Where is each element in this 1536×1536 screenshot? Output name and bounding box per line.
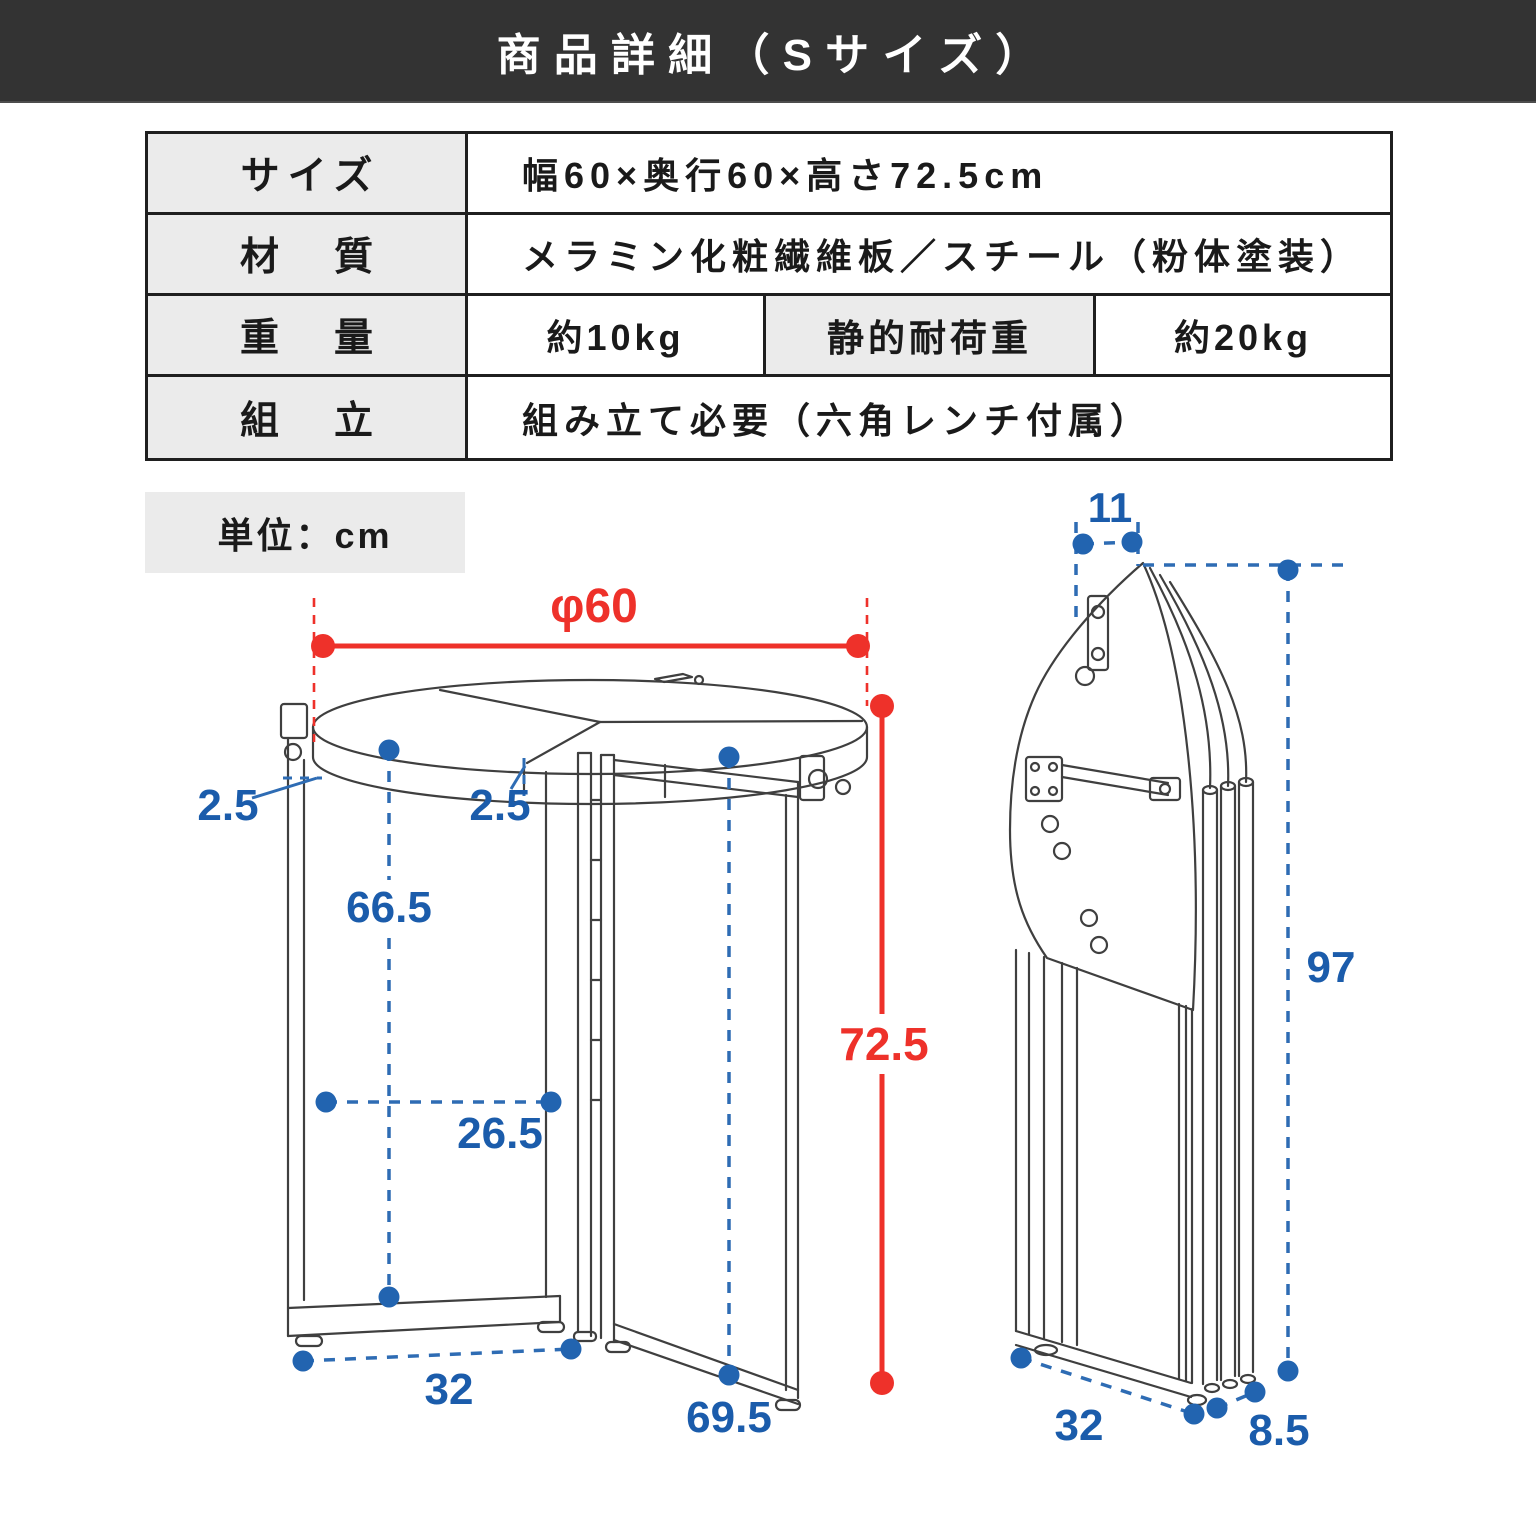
dim-folded-top-depth: 11 — [1087, 484, 1133, 531]
row-value: メラミン化粧繊維板／スチール（粉体塗装） — [522, 236, 1363, 277]
blue-dimension-lines-assembled — [251, 739, 740, 1386]
row-label: 材 質 — [148, 215, 468, 293]
dim-inner-width: 26.5 — [457, 1109, 543, 1158]
table-row-material: 材 質 メラミン化粧繊維板／スチール（粉体塗装） — [148, 215, 1390, 296]
folded-table-drawing — [1008, 561, 1257, 1407]
row-value: 幅60×奥行60×高さ72.5cm — [522, 155, 1049, 196]
row-label: 重 量 — [148, 296, 468, 374]
row-label: 組 立 — [148, 377, 468, 458]
dim-folded-height: 97 — [1306, 943, 1356, 992]
table-row-assembly: 組 立 組み立て必要（六角レンチ付属） — [148, 377, 1390, 458]
row-value-load: 約20kg — [1173, 317, 1313, 358]
dim-base-width: 32 — [424, 1365, 474, 1414]
row-value: 約10kg — [468, 296, 766, 374]
row-value: 組み立て必要（六角レンチ付属） — [522, 399, 1153, 441]
blue-dimension-lines-folded — [1010, 522, 1352, 1425]
dim-underside-height: 69.5 — [686, 1393, 772, 1442]
dim-folded-base-depth: 8.5 — [1248, 1406, 1310, 1455]
row-label: サイズ — [148, 134, 468, 212]
dim-thickness-center: 2.5 — [469, 781, 531, 830]
page-title: 商品詳細（Sサイズ） — [496, 30, 1053, 80]
dim-height: 72.5 — [839, 1018, 929, 1070]
dim-thickness-left: 2.5 — [197, 781, 259, 830]
dim-diameter: φ60 — [550, 580, 638, 633]
row-label-load: 静的耐荷重 — [766, 296, 1096, 374]
red-dimension-lines — [311, 598, 894, 1395]
dim-folded-base-width: 32 — [1054, 1401, 1104, 1450]
header-bar: 商品詳細（Sサイズ） — [0, 0, 1536, 103]
spec-table: サイズ 幅60×奥行60×高さ72.5cm 材 質 メラミン化粧繊維板／スチール… — [145, 131, 1393, 461]
table-row-size: サイズ 幅60×奥行60×高さ72.5cm — [148, 134, 1390, 215]
dim-inner-height: 66.5 — [346, 883, 432, 932]
unit-label: 単位：cm — [145, 492, 465, 573]
assembled-table-drawing — [279, 672, 869, 1412]
table-row-weight: 重 量 約10kg 静的耐荷重 約20kg — [148, 296, 1390, 377]
